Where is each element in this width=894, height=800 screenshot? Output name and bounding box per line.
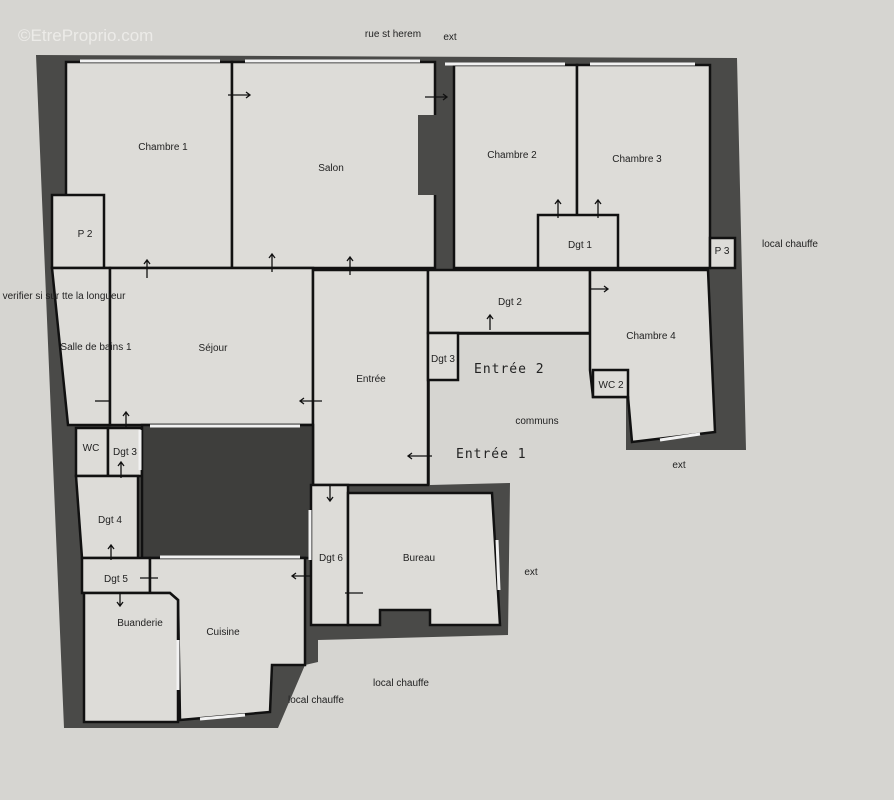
label-chambre-1: Chambre 1	[138, 142, 188, 153]
room-p3	[708, 236, 737, 270]
label-dgt-4: Dgt 4	[98, 515, 122, 526]
watermark: ©EtreProprio.com	[18, 26, 153, 45]
label-chambre-4: Chambre 4	[626, 331, 676, 342]
door-arrows	[95, 91, 610, 608]
ext-label: ext	[443, 32, 457, 43]
room-bureau	[346, 491, 502, 627]
label-p2: P 2	[78, 229, 93, 240]
room-dgt-5	[80, 556, 152, 595]
street-label: rue st herem	[365, 29, 421, 40]
label-local-chauffe-right: local chauffe	[762, 239, 818, 250]
label-dgt-3-left: Dgt 3	[113, 447, 137, 458]
label-ext-middle: ext	[524, 567, 538, 578]
room-chambre-2	[452, 63, 579, 270]
label-wc: WC	[83, 443, 100, 454]
label-chambre-2: Chambre 2	[487, 150, 537, 161]
room-wc-2	[591, 368, 630, 399]
label-cuisine: Cuisine	[206, 627, 240, 638]
room-dgt-3-right	[426, 331, 460, 382]
label-buanderie: Buanderie	[117, 618, 163, 629]
label-dgt-2: Dgt 2	[498, 297, 522, 308]
room-dgt-1	[536, 213, 620, 270]
label-wc-2: WC 2	[599, 380, 624, 391]
label-chambre-3: Chambre 3	[612, 154, 662, 165]
room-buanderie	[82, 591, 180, 724]
room-entree	[311, 268, 430, 487]
courtyard-void	[140, 423, 315, 560]
handwritten-entree-2: Entrée 2	[474, 362, 545, 377]
label-dgt-6: Dgt 6	[319, 553, 343, 564]
label-ext-right: ext	[672, 460, 686, 471]
handwritten-entree-1: Entrée 1	[456, 447, 527, 462]
label-p3: P 3	[715, 246, 730, 257]
label-sejour: Séjour	[199, 343, 229, 354]
label-dgt-3-right: Dgt 3	[431, 354, 455, 365]
label-local-chauffe-bottom: local chauffe	[373, 678, 429, 689]
label-entree: Entrée	[356, 374, 386, 385]
note-verifier: verifier si sur tte la longueur	[3, 291, 127, 302]
label-salon: Salon	[318, 163, 344, 174]
label-bureau: Bureau	[403, 553, 435, 564]
room-dgt-2	[426, 268, 592, 335]
label-communs: communs	[515, 416, 558, 427]
label-salle-de-bains: Salle de bains 1	[60, 342, 132, 353]
chimney	[418, 115, 454, 195]
room-chambre-4	[588, 268, 717, 444]
label-dgt-5: Dgt 5	[104, 574, 128, 585]
label-local-chauffe-bottom2: local chauffe	[288, 695, 344, 706]
label-dgt-1: Dgt 1	[568, 240, 592, 251]
windows	[80, 59, 701, 721]
